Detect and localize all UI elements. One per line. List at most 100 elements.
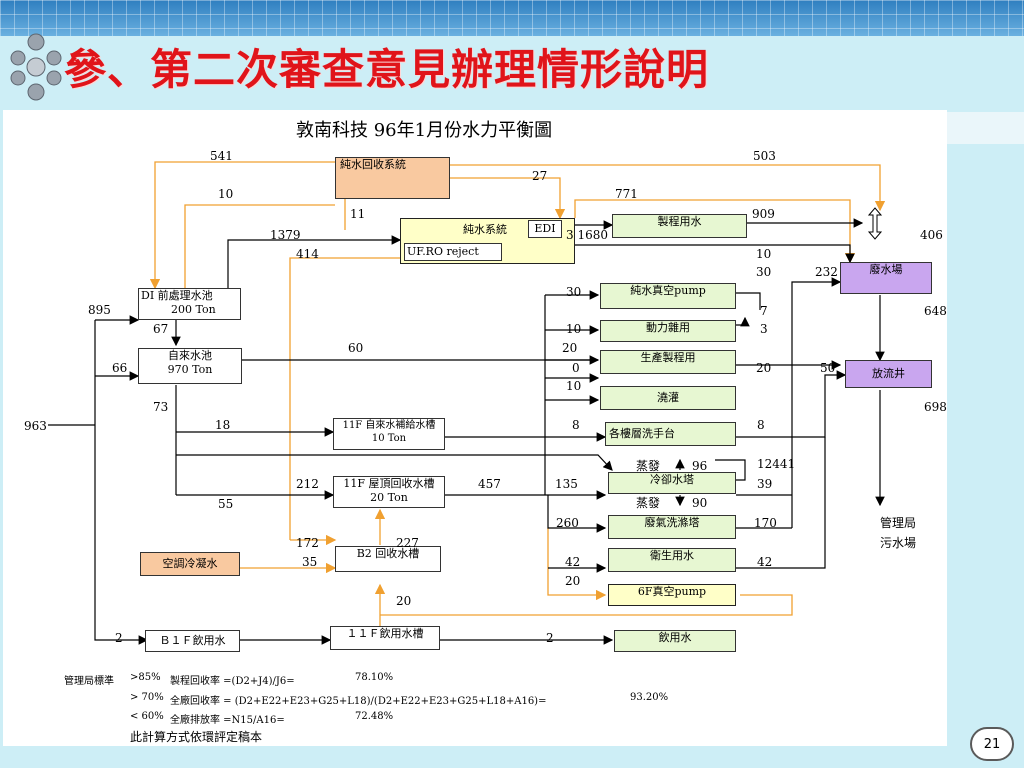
note-formula-2: 全廠回收率 = (D2+E22+E23+G25+L18)/(D2+E22+E23… (170, 696, 547, 707)
scrubber-box: 廢氣洗滌塔 (608, 515, 736, 539)
flow-label: 771 (615, 187, 638, 201)
process-water-box: 製程用水 (612, 214, 747, 238)
flow-label: 50 (820, 361, 836, 375)
flow-label: 20 (565, 574, 581, 588)
flow-label: 10 (218, 187, 234, 201)
flow-label: 406 (920, 228, 943, 242)
roof-recovery-tank-box: 11F 屋頂回收水槽 20 Ton (333, 476, 445, 508)
flow-label: 212 (296, 477, 319, 491)
right-strip (947, 112, 1024, 144)
note-cmp-2: > 70% (130, 692, 164, 703)
flow-label: 2 (115, 631, 123, 645)
production-process-box: 生產製程用 (600, 350, 736, 374)
tank-11f-name: 11F 自來水補給水槽 (342, 420, 436, 431)
note-value-2: 93.20% (630, 692, 669, 703)
flow-label: 55 (218, 497, 234, 511)
di-pretreatment-pool-box: DI 前處理水池 200 Ton (138, 288, 241, 320)
flow-label: 10 (566, 379, 582, 393)
top-banner (0, 0, 1024, 36)
flow-label: 414 (296, 247, 319, 261)
flow-label: 60 (348, 341, 364, 355)
power-misc-box: 動力雜用 (600, 320, 736, 342)
outfall-well-box: 放流井 (845, 360, 932, 388)
note-formula-3: 全廠排放率 =N15/A16= (170, 715, 285, 726)
banner-grid (0, 0, 1024, 36)
note-value-3: 72.48% (355, 711, 394, 722)
tank-11f-ton: 10 Ton (371, 433, 407, 444)
flow-label: 27 (532, 169, 548, 183)
flow-label: 18 (215, 418, 231, 432)
b1f-drinking-water-box: Ｂ１Ｆ飲用水 (145, 630, 240, 652)
flow-label: 0 (572, 361, 580, 375)
evaporation-value-96: 96 (692, 459, 708, 473)
note-cmp-3: < 60% (130, 711, 164, 722)
note-cmp-1: >85% (130, 672, 161, 683)
di-pool-ton: 200 Ton (171, 303, 216, 316)
note-value-1: 78.10% (355, 672, 394, 683)
flow-label: 3 (760, 322, 768, 336)
tank-11f-drinking-box: １１Ｆ飲用水槽 (330, 626, 440, 650)
diagram-title: 敦南科技 96年1月份水力平衡圖 (296, 120, 553, 141)
flow-label: 7 (760, 304, 768, 318)
evaporation-value-90: 90 (692, 496, 708, 510)
flow-label: 172 (296, 536, 319, 550)
waste-water-plant-box: 廢水場 (840, 262, 932, 294)
flow-label: 232 (815, 265, 838, 279)
flow-label: 35 (302, 555, 318, 569)
evaporation-label-2: 蒸發 (636, 496, 661, 510)
flow-label: 541 (210, 149, 233, 163)
flow-label: 30 (566, 285, 582, 299)
flow-label: 260 (556, 516, 579, 530)
b2-recovery-tank-box: B2 回收水槽 (335, 546, 441, 572)
tap-pool-name: 自來水池 (168, 349, 212, 362)
flow-label: 30 (756, 265, 772, 279)
flow-label: 8 (757, 418, 765, 432)
flow-label: 170 (754, 516, 777, 530)
flow-label: 10 (566, 322, 582, 336)
flow-label: 39 (757, 477, 773, 491)
bureau-sewage-label-1: 管理局 (880, 516, 917, 530)
drinking-water-box: 飲用水 (614, 630, 736, 652)
bureau-sewage-label-2: 污水場 (880, 536, 917, 550)
flow-label: 42 (565, 555, 581, 569)
flow-label: 11 (350, 207, 366, 221)
flow-label: 909 (752, 207, 775, 221)
flow-label: 698 (924, 400, 947, 414)
tank-11f-supply-box: 11F 自來水補給水槽 10 Ton (333, 418, 445, 450)
flow-label: 227 (396, 536, 419, 550)
flow-label: 66 (112, 361, 128, 375)
flow-label: 12441 (757, 457, 796, 471)
roof-tank-ton: 20 Ton (370, 491, 408, 504)
footer-note: 此計算方式依環評定稿本 (130, 730, 263, 744)
flower-logo-icon (10, 33, 62, 101)
flow-label: 1379 (270, 228, 301, 242)
uf-ro-reject-box: UF.RO reject (404, 243, 502, 261)
page-number-badge: 21 (970, 727, 1014, 761)
flow-label: 20 (562, 341, 578, 355)
flow-label: 457 (478, 477, 501, 491)
flow-label: 135 (555, 477, 578, 491)
hand-wash-box: 各樓層洗手台 (605, 422, 736, 446)
flow-label: 3 1680 (566, 228, 608, 242)
cooling-tower-box: 冷卻水塔 (608, 472, 736, 494)
double-arrow-icon (867, 207, 883, 240)
pure-water-system-label: 純水系統 (463, 223, 507, 236)
pure-vacuum-pump-box: 純水真空pump (600, 283, 736, 309)
flow-label: 503 (753, 149, 776, 163)
flow-label: 963 (24, 419, 47, 433)
flow-label: 8 (572, 418, 580, 432)
roof-tank-name: 11F 屋頂回收水槽 (343, 477, 435, 490)
evaporation-label-1: 蒸發 (636, 459, 661, 473)
flow-label: 20 (396, 594, 412, 608)
vacuum-pump-6f-box: 6F真空pump (608, 584, 736, 606)
tap-pool-ton: 970 Ton (167, 363, 213, 376)
ac-condensate-box: 空調冷凝水 (140, 552, 240, 576)
slide-title: 參、第二次審查意見辦理情形說明 (64, 45, 710, 94)
flow-label: 10 (756, 247, 772, 261)
flow-label: 648 (924, 304, 947, 318)
di-pool-name: DI 前處理水池 (141, 289, 213, 302)
tap-water-pool-box: 自來水池 970 Ton (138, 348, 242, 384)
pure-water-recovery-box: 純水回收系統 (335, 157, 450, 199)
flow-label: 42 (757, 555, 773, 569)
